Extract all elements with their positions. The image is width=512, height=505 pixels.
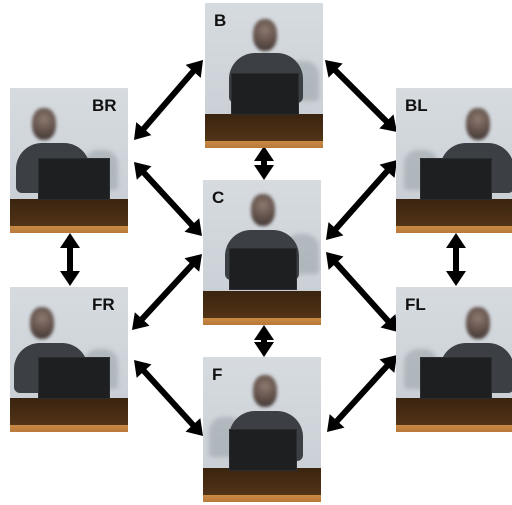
arrow-c-fl xyxy=(326,252,398,332)
arrow-br-fr xyxy=(60,233,80,286)
desk xyxy=(10,199,128,233)
panel-label: B xyxy=(214,11,227,30)
arrow-head xyxy=(134,360,152,378)
desk-edge xyxy=(10,425,128,432)
panel-BR: BR xyxy=(10,88,128,233)
arrow-c-fr xyxy=(132,254,202,330)
arrow-fr-f xyxy=(134,360,203,436)
arrow-shaft xyxy=(138,261,196,323)
panel-BL: BL xyxy=(396,88,512,233)
arrow-head xyxy=(325,60,343,78)
arrow-shaft xyxy=(332,259,392,325)
arrow-head xyxy=(446,233,466,248)
desk-edge xyxy=(203,495,321,502)
arrow-head xyxy=(379,114,397,132)
desk xyxy=(205,114,323,148)
arrow-fl-f xyxy=(327,355,397,432)
arrow-head xyxy=(254,146,274,161)
arrow-head xyxy=(184,254,202,272)
arrow-head xyxy=(379,160,397,178)
arrow-head xyxy=(446,271,466,286)
panel-label: FR xyxy=(92,295,115,314)
desk-edge xyxy=(396,425,512,432)
laptop xyxy=(229,429,297,471)
panel-FR: FR xyxy=(10,287,128,432)
laptop xyxy=(38,158,110,200)
laptop xyxy=(420,158,492,200)
desk-edge xyxy=(203,318,321,325)
arrow-shaft xyxy=(332,167,391,233)
person-head xyxy=(32,108,56,140)
arrow-head xyxy=(326,222,344,240)
arrow-head xyxy=(327,414,345,432)
desk-edge xyxy=(396,226,512,233)
person-head xyxy=(466,108,490,140)
arrow-shaft xyxy=(140,169,196,229)
panel-F: F xyxy=(203,357,321,502)
desk-edge xyxy=(10,226,128,233)
arrow-head xyxy=(134,122,152,140)
arrow-c-f xyxy=(254,325,274,357)
arrow-head xyxy=(134,162,152,180)
person-head xyxy=(251,194,275,226)
laptop xyxy=(420,357,492,399)
arrow-head xyxy=(254,325,274,340)
arrow-b-br xyxy=(134,60,203,140)
person-head xyxy=(253,19,277,51)
person-head xyxy=(30,307,54,339)
panel-label: C xyxy=(212,188,225,207)
arrow-shaft xyxy=(140,367,197,429)
laptop xyxy=(231,73,299,115)
panel-label: FL xyxy=(405,295,426,314)
arrow-br-c xyxy=(134,162,202,236)
panel-FL: FL xyxy=(396,287,512,432)
panel-C: C xyxy=(203,180,321,325)
arrow-head xyxy=(60,271,80,286)
arrow-head xyxy=(184,218,202,236)
arrow-b-c xyxy=(254,146,274,180)
arrow-head xyxy=(60,233,80,248)
panel-B: B xyxy=(205,3,323,148)
desk xyxy=(396,398,512,432)
desk xyxy=(10,398,128,432)
arrow-shaft xyxy=(332,67,390,125)
arrow-head xyxy=(380,314,398,332)
arrow-bl-c xyxy=(326,160,397,240)
desk xyxy=(396,199,512,233)
arrow-head xyxy=(326,252,344,270)
arrow-head xyxy=(132,312,150,330)
arrow-head xyxy=(379,355,397,373)
panel-label: BR xyxy=(92,96,117,115)
desk xyxy=(203,468,321,502)
person-head xyxy=(466,307,490,339)
person-head xyxy=(253,375,277,407)
laptop xyxy=(38,357,110,399)
panel-label: F xyxy=(212,365,223,384)
arrow-shaft xyxy=(333,362,391,425)
arrow-b-bl xyxy=(325,60,397,132)
arrow-head xyxy=(254,165,274,180)
laptop xyxy=(229,248,297,290)
desk-edge xyxy=(205,141,323,148)
desk xyxy=(203,291,321,325)
arrow-head xyxy=(254,342,274,357)
panel-label: BL xyxy=(405,96,428,115)
arrow-shaft xyxy=(140,67,197,133)
arrow-head xyxy=(185,418,203,436)
arrow-bl-fl xyxy=(446,233,466,286)
arrow-head xyxy=(185,60,203,78)
